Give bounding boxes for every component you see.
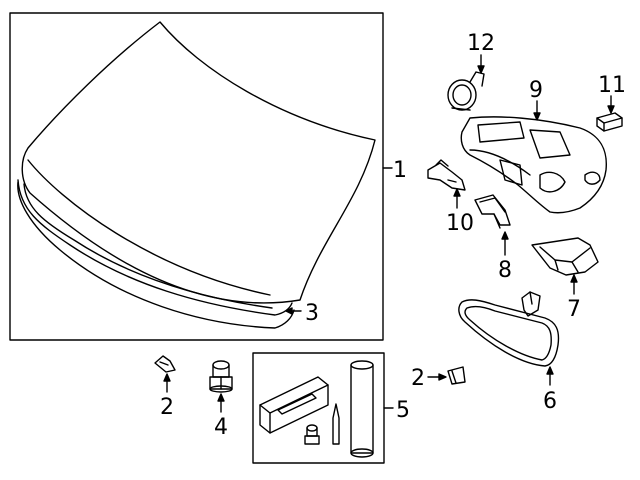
- clip-2-right[interactable]: [447, 366, 466, 385]
- callout-3: 3: [305, 301, 319, 326]
- rain-sensor[interactable]: [447, 71, 485, 111]
- windshield-moulding[interactable]: [17, 179, 295, 329]
- callout-12: 12: [467, 31, 495, 56]
- callout-5: 5: [396, 398, 410, 423]
- callout-9: 9: [529, 78, 543, 103]
- callout-2-right: 2: [411, 366, 425, 391]
- callout-4: 4: [214, 415, 228, 440]
- arrow-12: [477, 65, 485, 74]
- arrow-7: [570, 274, 578, 283]
- callout-8: 8: [498, 258, 512, 283]
- arrow-3: [285, 307, 293, 315]
- arrow-10: [453, 188, 461, 197]
- windshield-group-box: [9, 12, 384, 341]
- arrow-11: [607, 105, 615, 114]
- clip-2-left[interactable]: [154, 355, 176, 373]
- clip-11[interactable]: [596, 112, 623, 132]
- kit-applicator[interactable]: [332, 403, 340, 445]
- arrow-8: [501, 231, 509, 240]
- kit-bottle[interactable]: [350, 360, 374, 458]
- callout-11: 11: [598, 73, 626, 98]
- callout-1: 1: [393, 158, 407, 183]
- arrow-2-left: [163, 373, 171, 382]
- arrow-4: [217, 393, 225, 402]
- mirror-bolt[interactable]: [209, 360, 233, 393]
- kit-bolt[interactable]: [304, 424, 320, 445]
- windshield-glass[interactable]: [21, 21, 376, 304]
- bracket-8[interactable]: [474, 194, 511, 229]
- arrow-9: [533, 112, 541, 121]
- callout-2-left: 2: [160, 395, 174, 420]
- cover-7[interactable]: [531, 237, 599, 276]
- rearview-mirror[interactable]: [458, 291, 560, 367]
- arrow-2-right: [438, 373, 447, 381]
- callout-6: 6: [543, 389, 557, 414]
- arrow-6: [546, 366, 554, 375]
- bracket-10[interactable]: [427, 159, 466, 191]
- kit-package[interactable]: [259, 376, 329, 434]
- callout-10: 10: [446, 211, 474, 236]
- callout-7: 7: [567, 297, 581, 322]
- sensor-cover[interactable]: [460, 116, 607, 214]
